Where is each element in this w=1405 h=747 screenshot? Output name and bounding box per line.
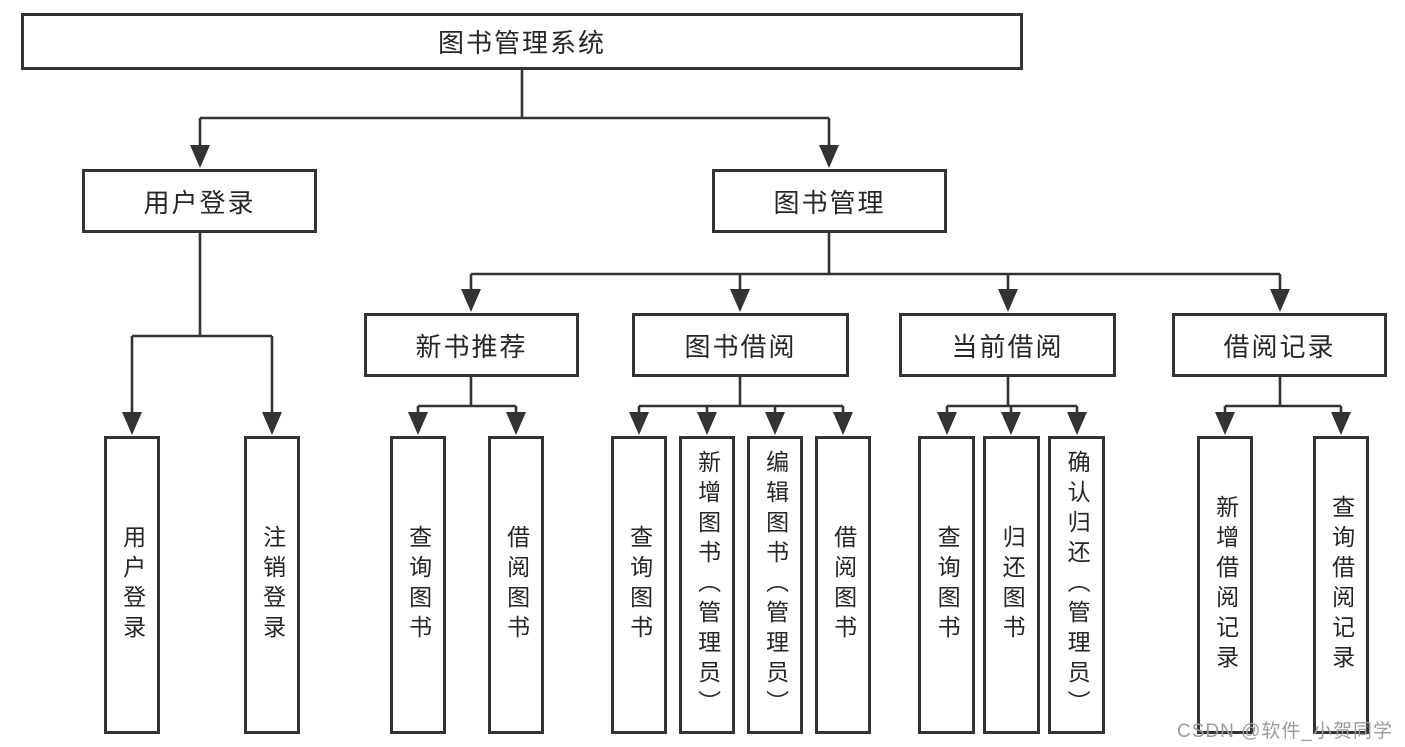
leaf-label: 新增图书（管理员） [694, 450, 721, 720]
leaf-return-book: 归还图书 [983, 436, 1040, 734]
leaf-add-book-admin: 新增图书（管理员） [679, 436, 735, 734]
arrowhead-down-icon [765, 412, 785, 435]
leaf-label: 用户登录 [119, 525, 146, 645]
arrowhead-down-icon [998, 289, 1018, 312]
connector-borrow-record-to-leaves [1223, 377, 1343, 417]
leaf-logout: 注销登录 [244, 436, 300, 734]
node-new-book-recommend: 新书推荐 [364, 313, 579, 377]
arrowhead-down-icon [190, 145, 210, 168]
leaf-label: 新增借阅记录 [1212, 495, 1239, 675]
leaf-label: 借阅图书 [503, 525, 530, 645]
leaf-add-borrow-record: 新增借阅记录 [1197, 436, 1253, 734]
leaf-label: 确认归还（管理员） [1064, 450, 1091, 720]
arrowhead-down-icon [461, 289, 481, 312]
arrowhead-down-icon [697, 412, 717, 435]
node-book-borrow: 图书借阅 [632, 313, 849, 377]
arrowhead-down-icon [1001, 412, 1021, 435]
arrowhead-down-icon [408, 412, 428, 435]
arrowhead-down-icon [629, 412, 649, 435]
connector-book-management-to-level3 [469, 233, 1282, 294]
node-library-management-system: 图书管理系统 [21, 13, 1023, 70]
arrowhead-down-icon [937, 412, 957, 435]
arrowhead-down-icon [506, 412, 526, 435]
node-label: 图书借阅 [684, 331, 797, 362]
leaf-edit-book-admin: 编辑图书（管理员） [747, 436, 803, 734]
arrowhead-down-icon [819, 145, 839, 168]
arrowhead-down-icon [1215, 412, 1235, 435]
leaf-label: 归还图书 [999, 525, 1026, 645]
leaf-query-books-recommend: 查询图书 [390, 436, 446, 734]
connector-current-borrow-to-leaves [945, 377, 1079, 417]
arrowhead-down-icon [1270, 289, 1290, 312]
node-book-management: 图书管理 [712, 169, 947, 233]
arrowhead-down-icon [1331, 412, 1351, 435]
connector-book-borrow-to-leaves [637, 377, 845, 417]
node-borrow-record: 借阅记录 [1172, 313, 1387, 377]
leaf-label: 借阅图书 [830, 525, 857, 645]
node-label: 用户登录 [143, 187, 256, 218]
leaf-label: 查询图书 [405, 525, 432, 645]
node-label: 当前借阅 [951, 331, 1064, 362]
leaf-borrow-books-recommend: 借阅图书 [488, 436, 544, 734]
connector-user-login-to-leaves [130, 233, 274, 417]
leaf-user-login: 用户登录 [104, 436, 160, 734]
node-current-borrow: 当前借阅 [899, 313, 1116, 377]
node-user-login: 用户登录 [82, 169, 317, 233]
arrowhead-down-icon [730, 289, 750, 312]
connector-new-book-recommend-to-leaves [416, 377, 518, 417]
node-label: 借阅记录 [1223, 331, 1336, 362]
leaf-confirm-return-admin: 确认归还（管理员） [1048, 436, 1105, 734]
node-label: 图书管理 [773, 187, 886, 218]
arrowhead-down-icon [262, 412, 282, 435]
node-label: 图书管理系统 [437, 28, 606, 58]
arrowhead-down-icon [1067, 412, 1087, 435]
leaf-label: 查询图书 [626, 525, 653, 645]
leaf-label: 查询图书 [934, 525, 961, 645]
leaf-label: 注销登录 [259, 525, 286, 645]
leaf-label: 查询借阅记录 [1328, 495, 1355, 675]
connector-root-to-level2 [198, 70, 831, 150]
csdn-watermark: CSDN @软件_小贺同学 [1177, 721, 1393, 742]
leaf-query-books-borrow: 查询图书 [611, 436, 667, 734]
leaf-query-books-current: 查询图书 [918, 436, 975, 734]
leaf-label: 编辑图书（管理员） [762, 450, 789, 720]
arrowhead-down-icon [122, 412, 142, 435]
leaf-borrow-book: 借阅图书 [815, 436, 871, 734]
arrowhead-down-icon [833, 412, 853, 435]
node-label: 新书推荐 [415, 331, 528, 362]
leaf-query-borrow-record: 查询借阅记录 [1313, 436, 1369, 734]
